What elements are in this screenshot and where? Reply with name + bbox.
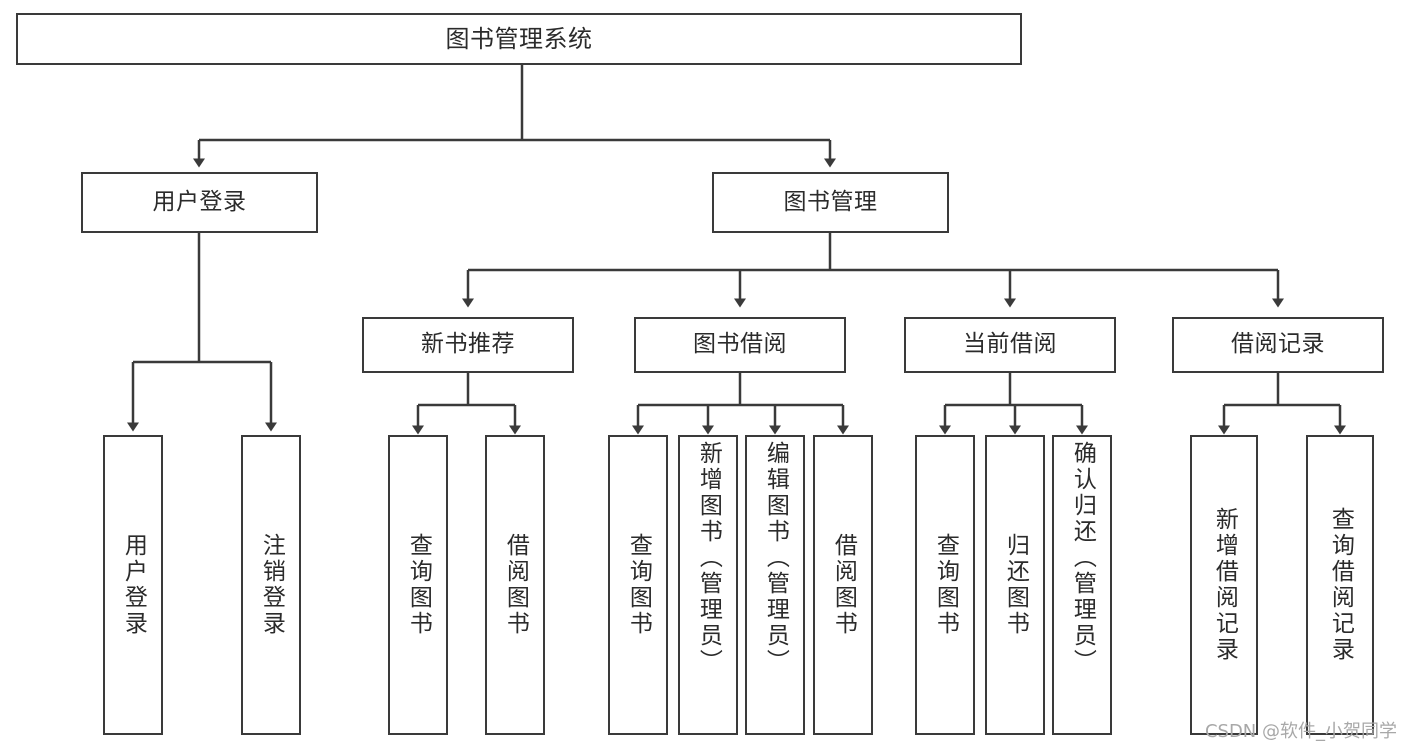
- leaf-query-book-current[interactable]: 查询图书: [915, 435, 975, 735]
- node-label: 借阅图书: [502, 533, 529, 637]
- node-new-book-recommend[interactable]: 新书推荐: [362, 317, 574, 373]
- node-root-system[interactable]: 图书管理系统: [16, 13, 1022, 65]
- node-label: 新增图书（管理员）: [695, 441, 722, 675]
- leaf-query-borrow-record[interactable]: 查询借阅记录: [1306, 435, 1374, 735]
- node-label: 当前借阅: [963, 331, 1057, 358]
- leaf-logout-login[interactable]: 注销登录: [241, 435, 301, 735]
- node-user-login[interactable]: 用户登录: [81, 172, 318, 233]
- node-label: 用户登录: [152, 188, 247, 215]
- leaf-edit-book[interactable]: 编辑图书（管理员）: [745, 435, 805, 735]
- leaf-user-login[interactable]: 用户登录: [103, 435, 163, 735]
- leaf-query-book-recommend[interactable]: 查询图书: [388, 435, 448, 735]
- node-label: 查询图书: [625, 533, 652, 637]
- node-label: 图书借阅: [693, 331, 787, 358]
- node-label: 借阅记录: [1231, 331, 1325, 358]
- node-label: 确认归还（管理员）: [1069, 441, 1096, 675]
- leaf-borrow-book-borrow[interactable]: 借阅图书: [813, 435, 873, 735]
- node-label: 图书管理: [783, 188, 878, 215]
- node-borrow-record[interactable]: 借阅记录: [1172, 317, 1384, 373]
- node-label: 用户登录: [120, 533, 147, 637]
- node-label: 新书推荐: [421, 331, 515, 358]
- node-label: 借阅图书: [830, 533, 857, 637]
- node-label: 归还图书: [1002, 533, 1029, 637]
- node-label: 注销登录: [258, 533, 285, 637]
- leaf-return-book[interactable]: 归还图书: [985, 435, 1045, 735]
- leaf-query-book-borrow[interactable]: 查询图书: [608, 435, 668, 735]
- leaf-confirm-return[interactable]: 确认归还（管理员）: [1052, 435, 1112, 735]
- leaf-borrow-book-recommend[interactable]: 借阅图书: [485, 435, 545, 735]
- node-label: 查询图书: [405, 533, 432, 637]
- node-label: 查询借阅记录: [1327, 507, 1354, 663]
- node-label: 查询图书: [932, 533, 959, 637]
- watermark-text: CSDN @软件_小贺同学: [1204, 721, 1397, 742]
- node-label: 新增借阅记录: [1211, 507, 1238, 663]
- node-current-borrow[interactable]: 当前借阅: [904, 317, 1116, 373]
- node-book-management[interactable]: 图书管理: [712, 172, 949, 233]
- node-label: 编辑图书（管理员）: [762, 441, 789, 675]
- node-label: 图书管理系统: [445, 24, 593, 53]
- leaf-add-book[interactable]: 新增图书（管理员）: [678, 435, 738, 735]
- leaf-add-borrow-record[interactable]: 新增借阅记录: [1190, 435, 1258, 735]
- node-book-borrow[interactable]: 图书借阅: [634, 317, 846, 373]
